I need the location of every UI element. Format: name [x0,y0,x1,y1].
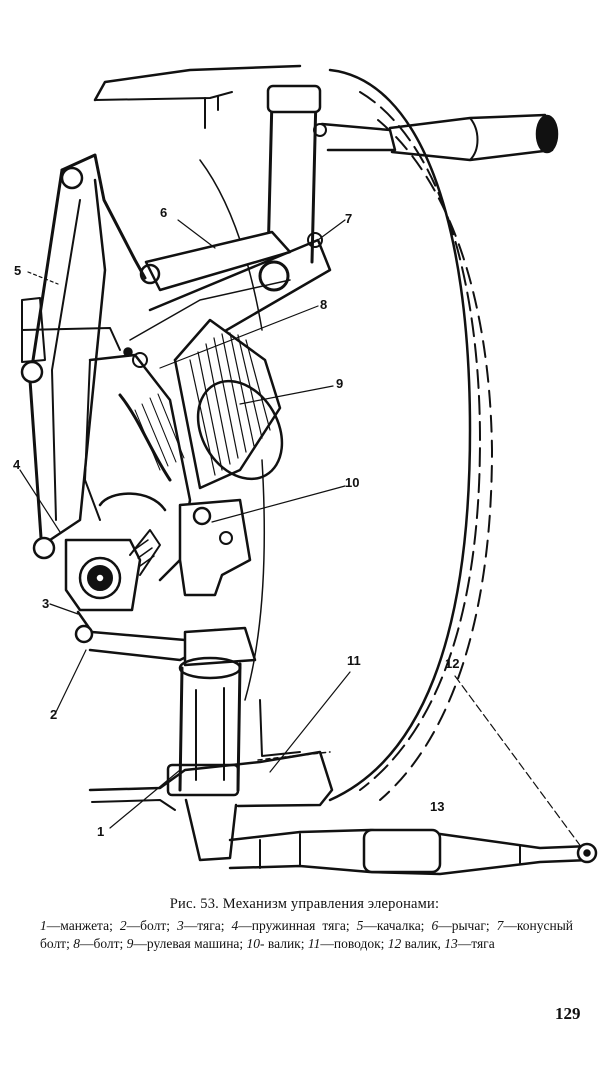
legend-item: 7—конусный болт; [40,918,574,951]
legend-item: 3—тяга; [177,918,232,933]
callout-3: 3 [42,596,50,611]
legend-item: 13—тяга [444,936,495,951]
callout-9: 9 [336,376,344,391]
callout-10: 10 [345,475,360,490]
caption-title: Рис. 53. Механизм управления элеронами: [169,896,440,912]
legend-item: 6—рычаг; [431,918,497,933]
callout-4: 4 [13,457,21,472]
legend-item: 12 валик, [387,936,445,951]
legend-item: 1—манжета; [40,918,120,933]
legend-item: 4—пружинная тяга; [231,918,357,933]
callout-6: 6 [160,205,168,220]
legend-item: 2—болт; [119,918,178,933]
callout-11: 11 [347,653,361,668]
page-number: 129 [555,1004,581,1023]
legend-item: 10- валик; [246,936,308,951]
aileron-control-mechanism-drawing [19,64,598,876]
callout-5: 5 [14,263,22,278]
callout-12: 12 [445,656,460,671]
callout-8: 8 [320,297,328,312]
legend-item: 9—рулевая машина; [126,936,247,951]
callout-7: 7 [345,211,353,226]
legend-item: 5—качалка; [356,918,432,933]
figure-caption: Рис. 53. Механизм управления элеронами: … [0,896,609,953]
caption-legend: 1—манжета; 2—болт; 3—тяга; 4—пружинная т… [40,917,573,953]
legend-item: 8—болт; [73,936,127,951]
callout-2: 2 [50,707,58,722]
mechanism-figure: 1 2 3 4 5 6 7 8 9 10 11 12 13 [13,64,598,876]
callout-13: 13 [430,799,445,814]
callout-1: 1 [97,824,105,839]
legend-item: 11—поводок; [307,936,388,951]
